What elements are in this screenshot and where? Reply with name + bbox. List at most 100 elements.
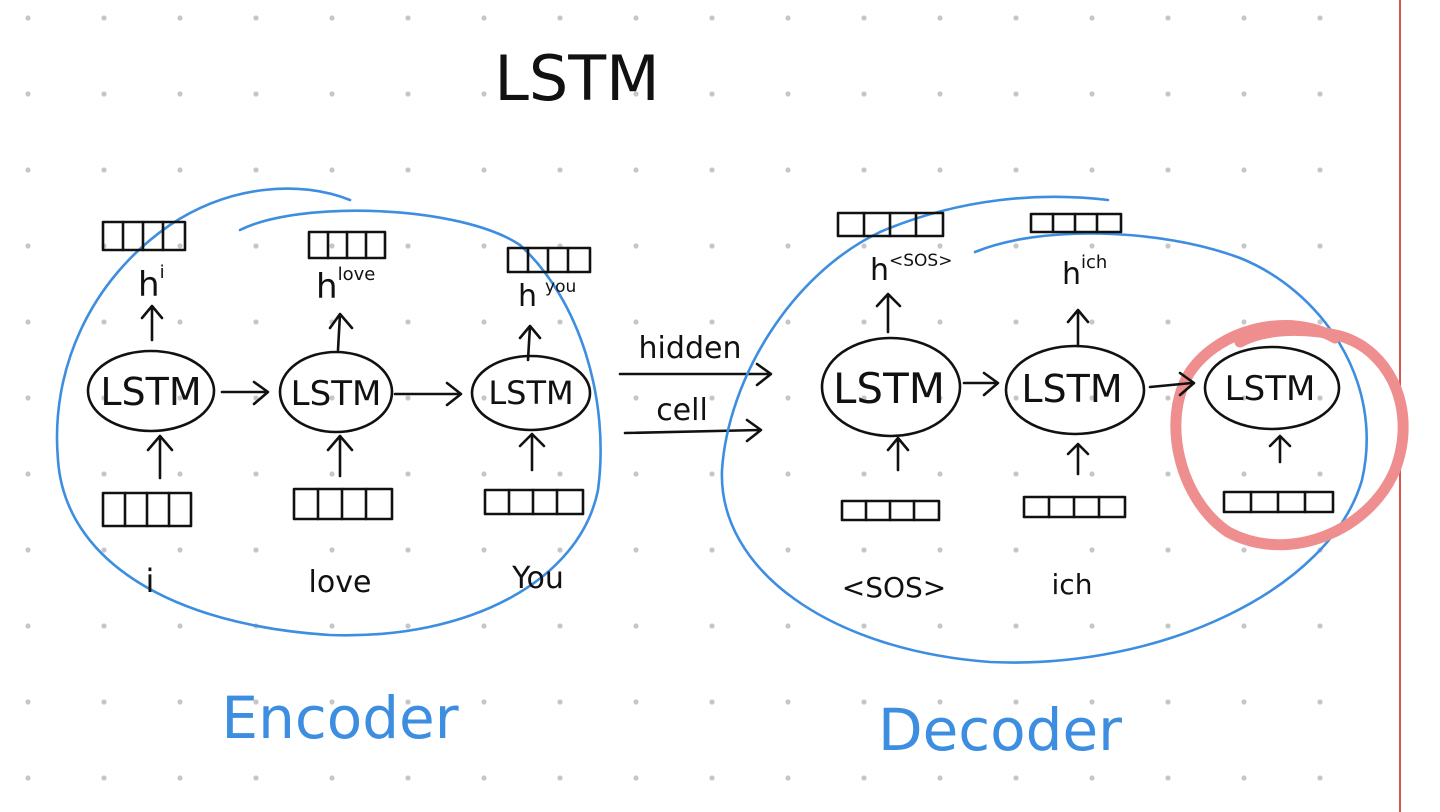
grid-dot (1165, 547, 1171, 553)
decoder-input-token-2: ich (1052, 568, 1093, 601)
grid-dot (177, 699, 183, 705)
cell-state-label: cell (656, 393, 708, 428)
arrow-up (518, 324, 542, 362)
grid-dot (101, 471, 107, 477)
decoder-cell-1: h<SOS> LSTM <SOS> (820, 211, 962, 604)
grid-dot (1241, 547, 1247, 553)
grid-dot (481, 699, 487, 705)
page-title: LSTM (494, 42, 659, 115)
grid-dot (253, 471, 259, 477)
grid-dot (633, 395, 639, 401)
grid-dot (177, 547, 183, 553)
grid-dot (1165, 623, 1171, 629)
decoder-label: Decoder (878, 696, 1122, 764)
grid-dot (1317, 395, 1323, 401)
grid-dot (1317, 91, 1323, 97)
grid-dot (937, 775, 943, 781)
lstm-cell (820, 336, 962, 438)
grid-dot (481, 319, 487, 325)
grid-dot (481, 243, 487, 249)
arrow-right (393, 381, 463, 407)
grid-dot (1165, 167, 1171, 173)
grid-dot (405, 91, 411, 97)
lstm-cell-label: LSTM (100, 370, 201, 414)
grid-dot (1317, 775, 1323, 781)
decoder-grouping-loop (720, 195, 1368, 664)
grid-dot (937, 91, 943, 97)
grid-dot (1165, 471, 1171, 477)
grid-dot (481, 167, 487, 173)
lstm-cell (470, 354, 592, 432)
grid-dot (1241, 319, 1247, 325)
grid-dot (633, 243, 639, 249)
grid-dot (557, 623, 563, 629)
grid-dot (937, 699, 943, 705)
grid-dot (557, 699, 563, 705)
grid-dot (937, 243, 943, 249)
grid-dot (1013, 471, 1019, 477)
grid-dot (405, 319, 411, 325)
grid-dot (329, 623, 335, 629)
grid-dot (177, 15, 183, 21)
grid-dot (633, 319, 639, 325)
hidden-state-arrow (618, 362, 773, 387)
grid-dot (785, 243, 791, 249)
grid-dot (1013, 91, 1019, 97)
grid-dot (1089, 243, 1095, 249)
grid-dot (101, 319, 107, 325)
grid-dot (557, 395, 563, 401)
grid-dot (1013, 243, 1019, 249)
grid-dot (25, 547, 31, 553)
grid-dot (1089, 167, 1095, 173)
grid-dot (709, 15, 715, 21)
grid-dot (177, 471, 183, 477)
grid-dot (1013, 623, 1019, 629)
grid-dot (785, 167, 791, 173)
grid-dot (481, 471, 487, 477)
arrow-up (1268, 434, 1292, 464)
grid-dot (25, 243, 31, 249)
arrow-up (886, 436, 910, 472)
grid-dot (405, 623, 411, 629)
encoder-label: Encoder (221, 684, 458, 752)
grid-dot (633, 623, 639, 629)
grid-dot (253, 91, 259, 97)
grid-dot (329, 699, 335, 705)
grid-dot (709, 243, 715, 249)
grid-dot (405, 167, 411, 173)
grid-dot (1013, 547, 1019, 553)
grid-dot (633, 775, 639, 781)
hidden-state-label: hidden (639, 331, 742, 366)
grid-dot (785, 15, 791, 21)
grid-dot (405, 243, 411, 249)
grid-dot (177, 775, 183, 781)
grid-dot (329, 775, 335, 781)
grid-dot (709, 319, 715, 325)
grid-dot (1013, 319, 1019, 325)
grid-dot (709, 471, 715, 477)
grid-dot (557, 167, 563, 173)
grid-dot (101, 167, 107, 173)
grid-dot (405, 775, 411, 781)
grid-dot (633, 167, 639, 173)
grid-dot (785, 319, 791, 325)
grid-dot (481, 91, 487, 97)
grid-dot (633, 91, 639, 97)
encoder-cell-1: hi LSTM i (86, 220, 216, 600)
grid-dot (1089, 471, 1095, 477)
grid-dot (101, 547, 107, 553)
arrow-up (140, 304, 164, 342)
lstm-cell-label: LSTM (291, 374, 382, 414)
grid-dot (557, 319, 563, 325)
grid-dot (557, 15, 563, 21)
grid-dot (785, 775, 791, 781)
grid-dot (1013, 775, 1019, 781)
highlight-circle (1170, 320, 1409, 551)
grid-dot (405, 15, 411, 21)
grid-dot (861, 395, 867, 401)
grid-dot (25, 699, 31, 705)
grid-dot (861, 167, 867, 173)
